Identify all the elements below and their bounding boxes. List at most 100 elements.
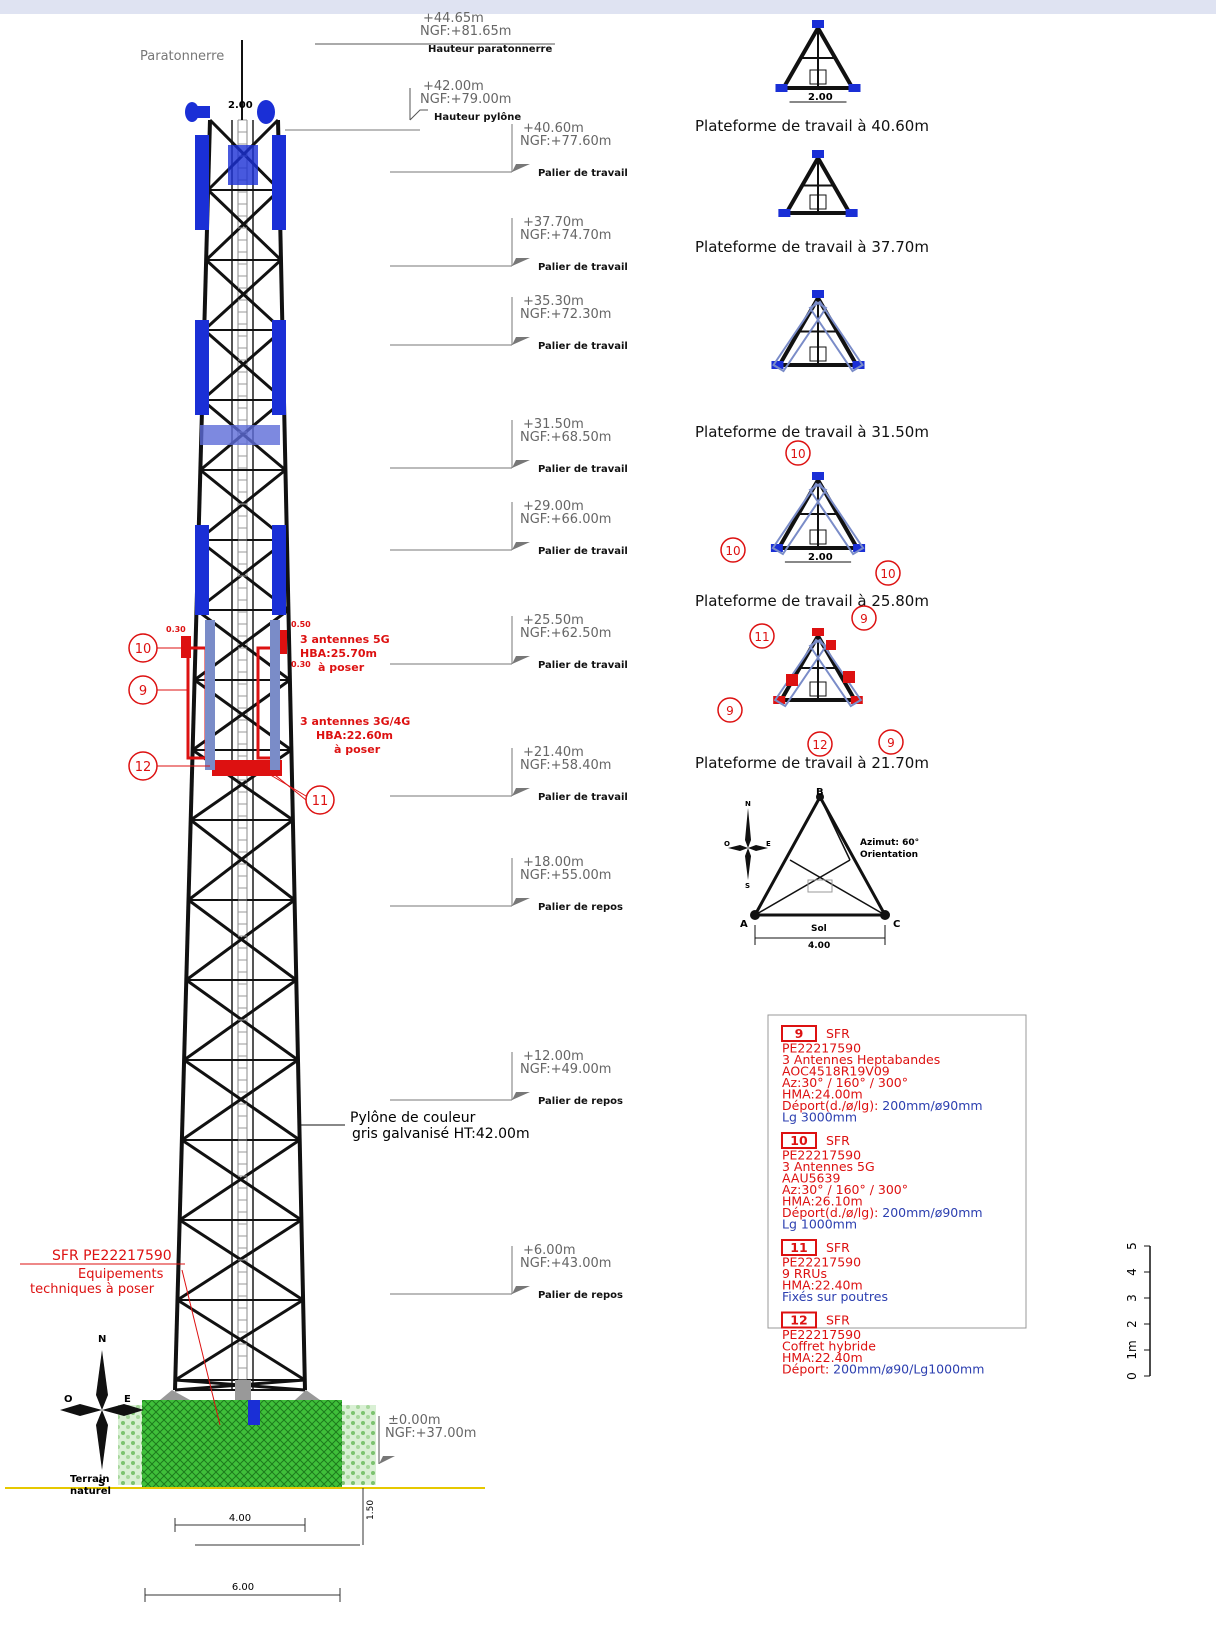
ground-plan: B A C Azimut: 60° Orientation Sol 4.00	[740, 787, 919, 951]
callout-10-tower: 10	[128, 633, 188, 663]
tower-description-1: Pylône de couleur	[350, 1110, 476, 1126]
level-note: Palier de travail	[538, 792, 628, 803]
ant4g-line3: à poser	[334, 743, 381, 756]
orientation-label: Orientation	[860, 850, 918, 860]
scale-label: 1m	[1125, 1340, 1139, 1359]
compass-rose-plan: N S E O	[724, 800, 771, 890]
platform-label: Plateforme de travail à 21.70m	[695, 754, 929, 772]
platform-plans: Plateforme de travail à 40.60m2.00Platef…	[695, 20, 929, 772]
svg-text:9: 9	[139, 684, 147, 699]
level-relative: +18.00m	[523, 855, 584, 870]
plan-callout-10-left: 10	[725, 544, 740, 558]
equipment-label-1: SFR PE22217590	[52, 1248, 172, 1264]
vertex-c: C	[893, 919, 900, 930]
plan-callout-12: 12	[812, 738, 827, 752]
level-ngf: NGF:+72.30m	[520, 307, 611, 322]
ground-plan-dim: 4.00	[808, 941, 830, 951]
level-ngf: NGF:+68.50m	[520, 430, 611, 445]
legend-line: PE22217590	[782, 1255, 861, 1270]
level-ngf: NGF:+62.50m	[520, 626, 611, 641]
platform-plan: Plateforme de travail à 37.70m	[695, 150, 929, 256]
level-relative: +25.50m	[523, 613, 584, 628]
scale-label: 5	[1125, 1242, 1139, 1250]
platform-plan: Plateforme de travail à 21.70m	[695, 628, 929, 772]
svg-text:S: S	[745, 882, 750, 890]
legend-num: 11	[790, 1240, 807, 1255]
scale-label: 0	[1125, 1372, 1139, 1380]
level-note: Palier de travail	[538, 464, 628, 475]
level-relative: +31.50m	[523, 417, 584, 432]
legend-deport: Déport(d./ø/lg): 200mm/ø90mm	[782, 1205, 983, 1220]
legend-line: PE22217590	[782, 1041, 861, 1056]
svg-text:11: 11	[312, 794, 329, 809]
tower-description-2: gris galvanisé HT:42.00m	[352, 1126, 530, 1142]
svg-text:S: S	[98, 1478, 105, 1489]
technical-cabinet	[248, 1400, 260, 1425]
level-note: Palier de repos	[538, 902, 623, 913]
lightning-rod-label: Paratonnerre	[140, 49, 224, 64]
level-ngf: NGF:+55.00m	[520, 868, 611, 883]
legend-line: Az:30° / 160° / 300°	[782, 1182, 908, 1197]
svg-text:O: O	[64, 1394, 73, 1405]
legend-brand: SFR	[826, 1313, 850, 1328]
platform-dim: 2.00	[808, 552, 833, 563]
legend-num: 9	[795, 1026, 804, 1041]
svg-text:O: O	[724, 840, 730, 848]
plan-callout-10-top: 10	[790, 447, 805, 461]
level-ngf: NGF:+58.40m	[520, 758, 611, 773]
top-width-label: 2.00	[228, 100, 253, 111]
legend-note: Fixés sur poutres	[782, 1289, 888, 1304]
callout-11-tower: 11	[261, 769, 335, 815]
equipment-label-3: techniques à poser	[30, 1282, 155, 1297]
equipment-label-2: Equipements	[78, 1267, 164, 1282]
legend-line: 9 RRUs	[782, 1266, 827, 1281]
plan-callout-9-right: 9	[887, 736, 895, 750]
level-ngf: NGF:+43.00m	[520, 1256, 611, 1271]
ant4g-line2: HBA:22.60m	[316, 729, 393, 742]
legend-line: HMA:22.40m	[782, 1350, 863, 1365]
level-ngf: NGF:+49.00m	[520, 1062, 611, 1077]
legend-line: 3 Antennes 5G	[782, 1159, 875, 1174]
level-note: Palier de travail	[538, 262, 628, 273]
vertex-b: B	[816, 787, 824, 798]
legend-brand: SFR	[826, 1026, 850, 1041]
legend-deport: Déport(d./ø/lg): 200mm/ø90mm	[782, 1098, 983, 1113]
level-relative: +21.40m	[523, 745, 584, 760]
plan-callout-10-right: 10	[880, 567, 895, 581]
level-ngf: NGF:+81.65m	[420, 24, 511, 39]
level-relative: +35.30m	[523, 294, 584, 309]
level-relative: +44.65m	[423, 11, 484, 26]
plan-callout-9-left: 9	[726, 704, 734, 718]
level-note: Palier de travail	[538, 660, 628, 671]
ant4g-line1: 3 antennes 3G/4G	[300, 715, 410, 728]
terrain-label-2: naturel	[70, 1486, 111, 1497]
vegetation-right	[342, 1405, 376, 1485]
base-dimensions	[144, 1488, 364, 1602]
lattice-tower	[160, 40, 320, 1410]
legend-line: AAU5639	[782, 1171, 840, 1186]
legend-line: AOC4518R19V09	[782, 1064, 890, 1079]
legend-line: HMA:26.10m	[782, 1194, 863, 1209]
site-fence	[142, 1400, 342, 1488]
terrain-label-1: Terrain	[70, 1474, 109, 1485]
level-relative: ±0.00m	[388, 1413, 441, 1428]
level-note: Palier de repos	[538, 1290, 623, 1301]
legend-line: 3 Antennes Heptabandes	[782, 1052, 940, 1067]
level-ngf: NGF:+77.60m	[520, 134, 611, 149]
platform-dim: 2.00	[808, 92, 833, 103]
legend-line: Az:30° / 160° / 300°	[782, 1075, 908, 1090]
